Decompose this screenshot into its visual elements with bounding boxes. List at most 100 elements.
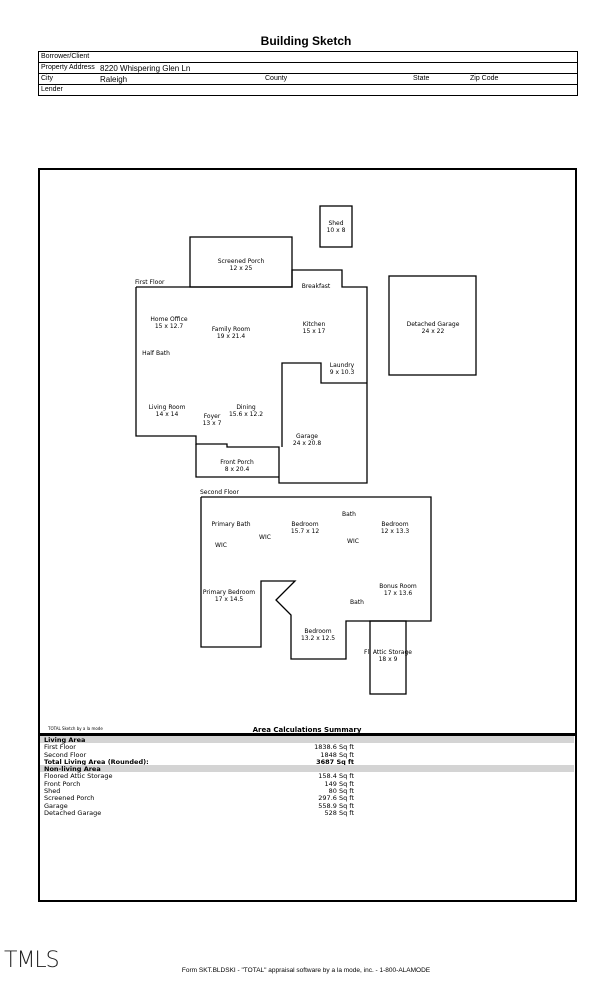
room-name: Primary Bath xyxy=(211,521,251,528)
row-label: First Floor xyxy=(44,743,76,752)
page-title: Building Sketch xyxy=(260,34,352,48)
room-name: Screened Porch xyxy=(217,258,265,265)
row-value: 528 Sq ft xyxy=(324,808,354,817)
second-floor-label: Second Floor xyxy=(200,489,239,496)
lender-label: Lender xyxy=(41,86,63,93)
garage-walls xyxy=(281,362,367,447)
room-name: Kitchen xyxy=(302,321,326,328)
living-area-label: Living Area xyxy=(44,736,86,744)
county-label: County xyxy=(265,75,288,82)
room-dimensions: 19 x 21.4 xyxy=(216,333,246,340)
area-summary: Living Area First Floor 1838.6 Sq ft Seco… xyxy=(40,736,574,817)
row-value: 1848 Sq ft xyxy=(320,750,354,759)
room-name: Half Bath xyxy=(142,350,170,357)
room-dimensions: 18 x 9 xyxy=(378,656,398,663)
summary-row: Detached Garage 528 Sq ft xyxy=(40,808,574,817)
city-value: Raleigh xyxy=(100,75,128,84)
row-value: 1838.6 Sq ft xyxy=(314,743,354,752)
room-dimensions: 15 x 17 xyxy=(302,328,326,335)
tmls-logo: TMLS xyxy=(4,948,60,973)
room-name: Family Room xyxy=(211,326,251,333)
room-name: WIC xyxy=(347,538,359,545)
room-name: Primary Bedroom xyxy=(202,589,256,596)
room-name: Fl. Attic Storage xyxy=(364,649,412,656)
detached-garage-outline xyxy=(388,275,477,376)
attic-storage-outline xyxy=(369,620,407,695)
room-dimensions: 15 x 12.7 xyxy=(154,323,184,330)
row-value: 149 Sq ft xyxy=(324,779,354,788)
summary-row: Front Porch 149 Sq ft xyxy=(40,779,574,788)
summary-row: First Floor 1838.6 Sq ft xyxy=(40,743,574,752)
state-label: State xyxy=(413,75,430,82)
room-dimensions: 12 x 13.3 xyxy=(380,528,410,535)
room-name: Bedroom xyxy=(304,628,332,635)
room-dimensions: 15.6 x 12.2 xyxy=(228,411,264,418)
summary-title: Area Calculations Summary xyxy=(252,726,362,734)
room-dimensions: 14 x 14 xyxy=(155,411,179,418)
room-name: Living Room xyxy=(148,404,186,411)
room-label: Bath xyxy=(309,511,389,518)
room-name: Home Office xyxy=(150,316,188,323)
summary-row: Floored Attic Storage 158.4 Sq ft xyxy=(40,772,574,781)
room-name: Bath xyxy=(350,599,364,606)
room-dimensions: 12 x 25 xyxy=(229,265,253,272)
nonliving-area-header: Non-living Area xyxy=(40,765,574,774)
room-name: Bath xyxy=(342,511,356,518)
room-label: Primary Bath xyxy=(191,521,271,528)
room-name: Detached Garage xyxy=(406,321,460,328)
room-label: Half Bath xyxy=(116,350,196,357)
summary-divider xyxy=(38,733,577,736)
room-name: Laundry xyxy=(329,362,355,369)
room-name: Breakfast xyxy=(301,283,331,290)
row-label: Floored Attic Storage xyxy=(44,772,113,781)
lender-row: Lender xyxy=(39,85,577,95)
room-name: Dining xyxy=(236,404,256,411)
room-dimensions: 17 x 13.6 xyxy=(383,590,413,597)
main-floor-outline xyxy=(135,269,368,484)
room-name: Front Porch xyxy=(220,459,254,466)
room-dimensions: 9 x 10.3 xyxy=(329,369,355,376)
room-dimensions: 10 x 8 xyxy=(326,227,346,234)
row-label: Detached Garage xyxy=(44,808,102,817)
nonliving-area-label: Non-living Area xyxy=(44,765,101,774)
total-value: 3687 Sq ft xyxy=(316,757,354,766)
second-floor-walls xyxy=(200,496,432,695)
room-name: Bedroom xyxy=(381,521,409,528)
address-label: Property Address xyxy=(41,64,95,71)
borrower-row: Borrower/Client xyxy=(39,52,577,63)
row-label: Front Porch xyxy=(44,779,81,788)
zip-label: Zip Code xyxy=(470,75,499,82)
row-label: Shed xyxy=(44,787,61,796)
room-name: WIC xyxy=(259,534,271,541)
sketch-frame xyxy=(38,168,577,902)
room-dimensions: 17 x 14.5 xyxy=(214,596,244,603)
first-floor-walls xyxy=(135,205,477,484)
room-name: Bedroom xyxy=(291,521,319,528)
room-label: Bath xyxy=(317,599,397,606)
sketch-credit: TOTAL Sketch by a la mode xyxy=(48,726,103,731)
front-porch-outline xyxy=(195,444,279,478)
room-dimensions: 24 x 22 xyxy=(421,328,445,335)
row-label: Screened Porch xyxy=(44,794,95,803)
room-name: Foyer xyxy=(203,413,221,420)
row-value: 158.4 Sq ft xyxy=(318,772,354,781)
